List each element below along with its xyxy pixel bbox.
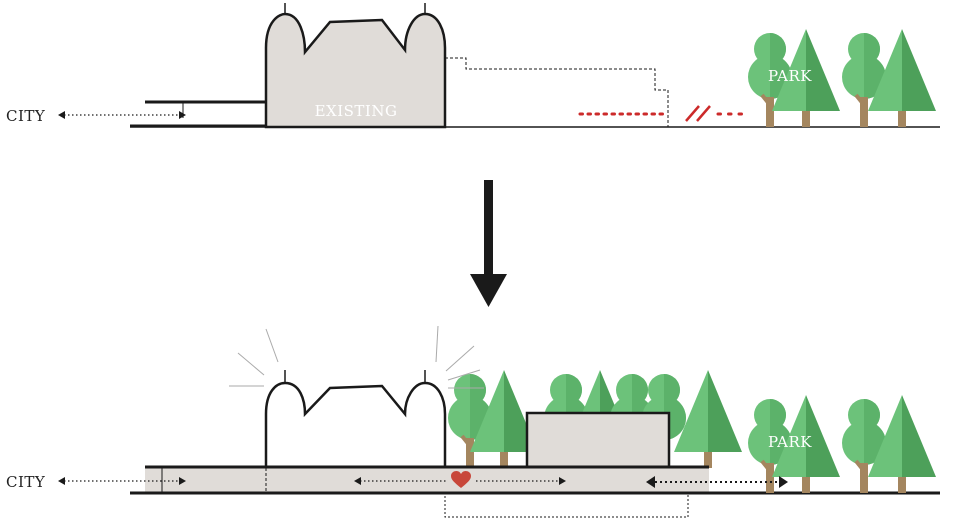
city-label-bottom: CITY [6, 473, 46, 491]
restored-building [264, 381, 447, 468]
existing-scene: CITY EXISTING PARK [6, 3, 940, 129]
heart-icon [451, 471, 471, 488]
city-label-top: CITY [6, 107, 46, 125]
broken-link-marker [578, 105, 748, 122]
new-block-building [525, 411, 671, 470]
podium-connector [145, 467, 709, 492]
arrow-down-icon [470, 180, 507, 307]
tree-icon [840, 397, 888, 495]
park-label-bottom: PARK [768, 433, 812, 451]
tree-icon [840, 31, 888, 129]
city-connection-arrow [58, 477, 186, 485]
park-label-top: PARK [768, 67, 812, 85]
internal-circulation-arrow [354, 477, 566, 485]
park-connection-arrow [646, 476, 788, 488]
dashed-outline-top [445, 57, 669, 127]
existing-building [264, 12, 447, 129]
highlight-rays [229, 325, 484, 389]
city-connection-arrow [58, 111, 186, 119]
existing-label: EXISTING [315, 102, 398, 120]
proposed-scene: CITY PARK [6, 325, 940, 518]
